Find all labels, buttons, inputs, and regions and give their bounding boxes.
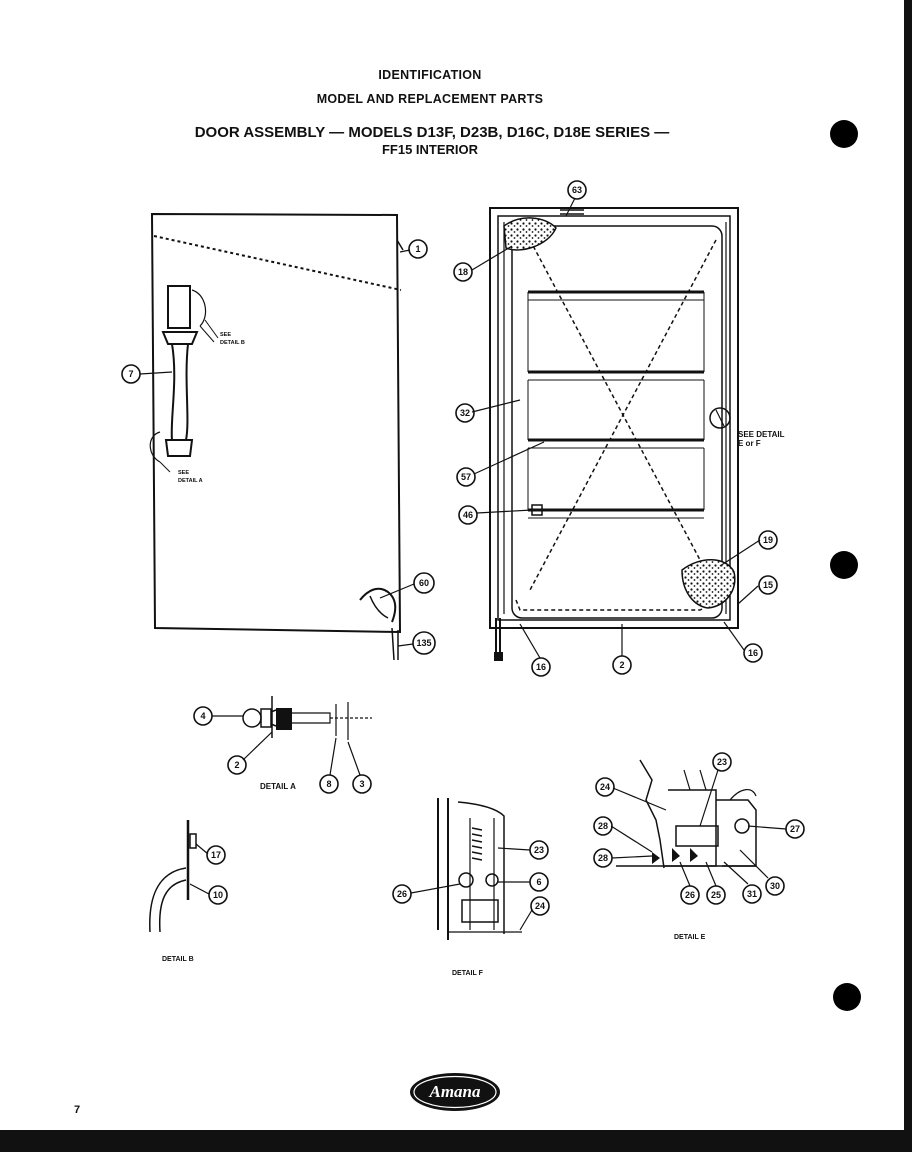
callout-2: 2 bbox=[612, 655, 632, 675]
svg-text:2: 2 bbox=[234, 760, 239, 770]
see-detail-b-note-line1: SEE bbox=[220, 332, 231, 338]
callout-e-24: 24 bbox=[595, 777, 615, 797]
callout-16-left: 16 bbox=[531, 657, 551, 677]
svg-text:25: 25 bbox=[711, 890, 721, 900]
door-handle bbox=[149, 285, 219, 473]
callout-f-24: 24 bbox=[530, 896, 550, 916]
callout-a-3: 3 bbox=[352, 774, 372, 794]
svg-text:135: 135 bbox=[416, 638, 431, 648]
header-interior: FF15 INTERIOR bbox=[381, 142, 479, 157]
callout-e-30: 30 bbox=[765, 876, 785, 896]
svg-text:60: 60 bbox=[419, 578, 429, 588]
callout-f-23: 23 bbox=[529, 840, 549, 860]
svg-text:31: 31 bbox=[747, 889, 757, 899]
callout-b-10: 10 bbox=[208, 885, 228, 905]
callout-19: 19 bbox=[758, 530, 778, 550]
svg-text:57: 57 bbox=[461, 472, 471, 482]
callout-a-2: 2 bbox=[227, 755, 247, 775]
detail-a-label: DETAIL A bbox=[260, 782, 296, 791]
callout-46: 46 bbox=[458, 505, 478, 525]
detail-e-door-hinge-assembly bbox=[610, 759, 787, 887]
callout-e-28-lower: 28 bbox=[593, 848, 613, 868]
callout-135: 135 bbox=[412, 631, 436, 655]
svg-text:28: 28 bbox=[598, 821, 608, 831]
svg-text:3: 3 bbox=[359, 779, 364, 789]
door-inner-liner bbox=[489, 207, 739, 661]
callout-1: 1 bbox=[408, 239, 428, 259]
callout-e-28-upper: 28 bbox=[593, 816, 613, 836]
svg-text:63: 63 bbox=[572, 185, 582, 195]
callout-57: 57 bbox=[456, 467, 476, 487]
callout-60: 60 bbox=[413, 572, 435, 594]
foam-insulation-bottom bbox=[681, 559, 736, 609]
svg-text:32: 32 bbox=[460, 408, 470, 418]
svg-text:18: 18 bbox=[458, 267, 468, 277]
callout-b-17: 17 bbox=[206, 845, 226, 865]
svg-text:2: 2 bbox=[619, 660, 624, 670]
binder-hole-middle bbox=[830, 551, 858, 579]
svg-text:8: 8 bbox=[326, 779, 331, 789]
svg-text:46: 46 bbox=[463, 510, 473, 520]
svg-text:15: 15 bbox=[763, 580, 773, 590]
callout-18: 18 bbox=[453, 262, 473, 282]
door-shelves bbox=[527, 290, 705, 519]
callout-a-4: 4 bbox=[193, 706, 213, 726]
callout-16-right: 16 bbox=[743, 643, 763, 663]
see-detail-a-note-line2: DETAIL A bbox=[178, 478, 203, 484]
svg-text:16: 16 bbox=[536, 662, 546, 672]
callout-f-26: 26 bbox=[392, 884, 412, 904]
amana-logo-text: Amana bbox=[428, 1082, 481, 1101]
see-detail-b-note-line2: DETAIL B bbox=[220, 340, 245, 346]
svg-text:23: 23 bbox=[717, 757, 727, 767]
callout-15: 15 bbox=[758, 575, 778, 595]
svg-text:24: 24 bbox=[535, 901, 545, 911]
foam-insulation-top bbox=[503, 217, 557, 251]
svg-text:27: 27 bbox=[790, 824, 800, 834]
callout-e-23: 23 bbox=[712, 752, 732, 772]
callout-63: 63 bbox=[567, 180, 587, 200]
svg-text:1: 1 bbox=[415, 244, 420, 254]
detail-b-label: DETAIL B bbox=[162, 956, 194, 963]
page-number: 7 bbox=[74, 1104, 81, 1116]
callout-32: 32 bbox=[455, 403, 475, 423]
svg-text:26: 26 bbox=[685, 890, 695, 900]
callout-a-8: 8 bbox=[319, 774, 339, 794]
svg-text:10: 10 bbox=[213, 890, 223, 900]
svg-text:30: 30 bbox=[770, 881, 780, 891]
see-detail-a-note-line1: SEE bbox=[178, 470, 189, 476]
binder-hole-top bbox=[830, 120, 858, 148]
detail-f-door-hinge bbox=[410, 798, 533, 940]
exploded-view-diagram: 1 7 60 135 SEE DETAIL B SEE DETAIL A bbox=[121, 180, 805, 1111]
callout-e-31: 31 bbox=[742, 884, 762, 904]
svg-text:26: 26 bbox=[397, 889, 407, 899]
callout-e-26: 26 bbox=[680, 885, 700, 905]
svg-text:16: 16 bbox=[748, 648, 758, 658]
header-door-assembly: DOOR ASSEMBLY — MODELS D13F, D23B, D16C,… bbox=[194, 124, 670, 141]
svg-text:19: 19 bbox=[763, 535, 773, 545]
callout-e-25: 25 bbox=[706, 885, 726, 905]
header-identification: IDENTIFICATION bbox=[378, 68, 482, 82]
door-outer-panel bbox=[150, 212, 404, 634]
binder-hole-bottom bbox=[833, 983, 861, 1011]
svg-text:17: 17 bbox=[211, 850, 221, 860]
amana-logo: Amana bbox=[410, 1073, 500, 1111]
callout-e-27: 27 bbox=[785, 819, 805, 839]
callout-f-6: 6 bbox=[529, 872, 549, 892]
hinge-bracket-60 bbox=[359, 587, 399, 661]
svg-text:7: 7 bbox=[128, 369, 133, 379]
detail-b-hinge-pin bbox=[149, 820, 210, 933]
callout-7: 7 bbox=[121, 364, 141, 384]
detail-e-label: DETAIL E bbox=[674, 934, 706, 941]
see-detail-ef-note-line2: E or F bbox=[738, 439, 761, 448]
parts-diagram-page: IDENTIFICATION MODEL AND REPLACEMENT PAR… bbox=[0, 0, 904, 1130]
see-detail-ef-note-line1: SEE DETAIL bbox=[738, 430, 785, 439]
header-model-parts: MODEL AND REPLACEMENT PARTS bbox=[316, 92, 544, 106]
detail-a-handle-fastener bbox=[212, 696, 372, 776]
svg-text:6: 6 bbox=[536, 877, 541, 887]
svg-text:28: 28 bbox=[598, 853, 608, 863]
svg-text:23: 23 bbox=[534, 845, 544, 855]
svg-text:24: 24 bbox=[600, 782, 610, 792]
svg-text:4: 4 bbox=[200, 711, 205, 721]
detail-f-label: DETAIL F bbox=[452, 970, 484, 977]
